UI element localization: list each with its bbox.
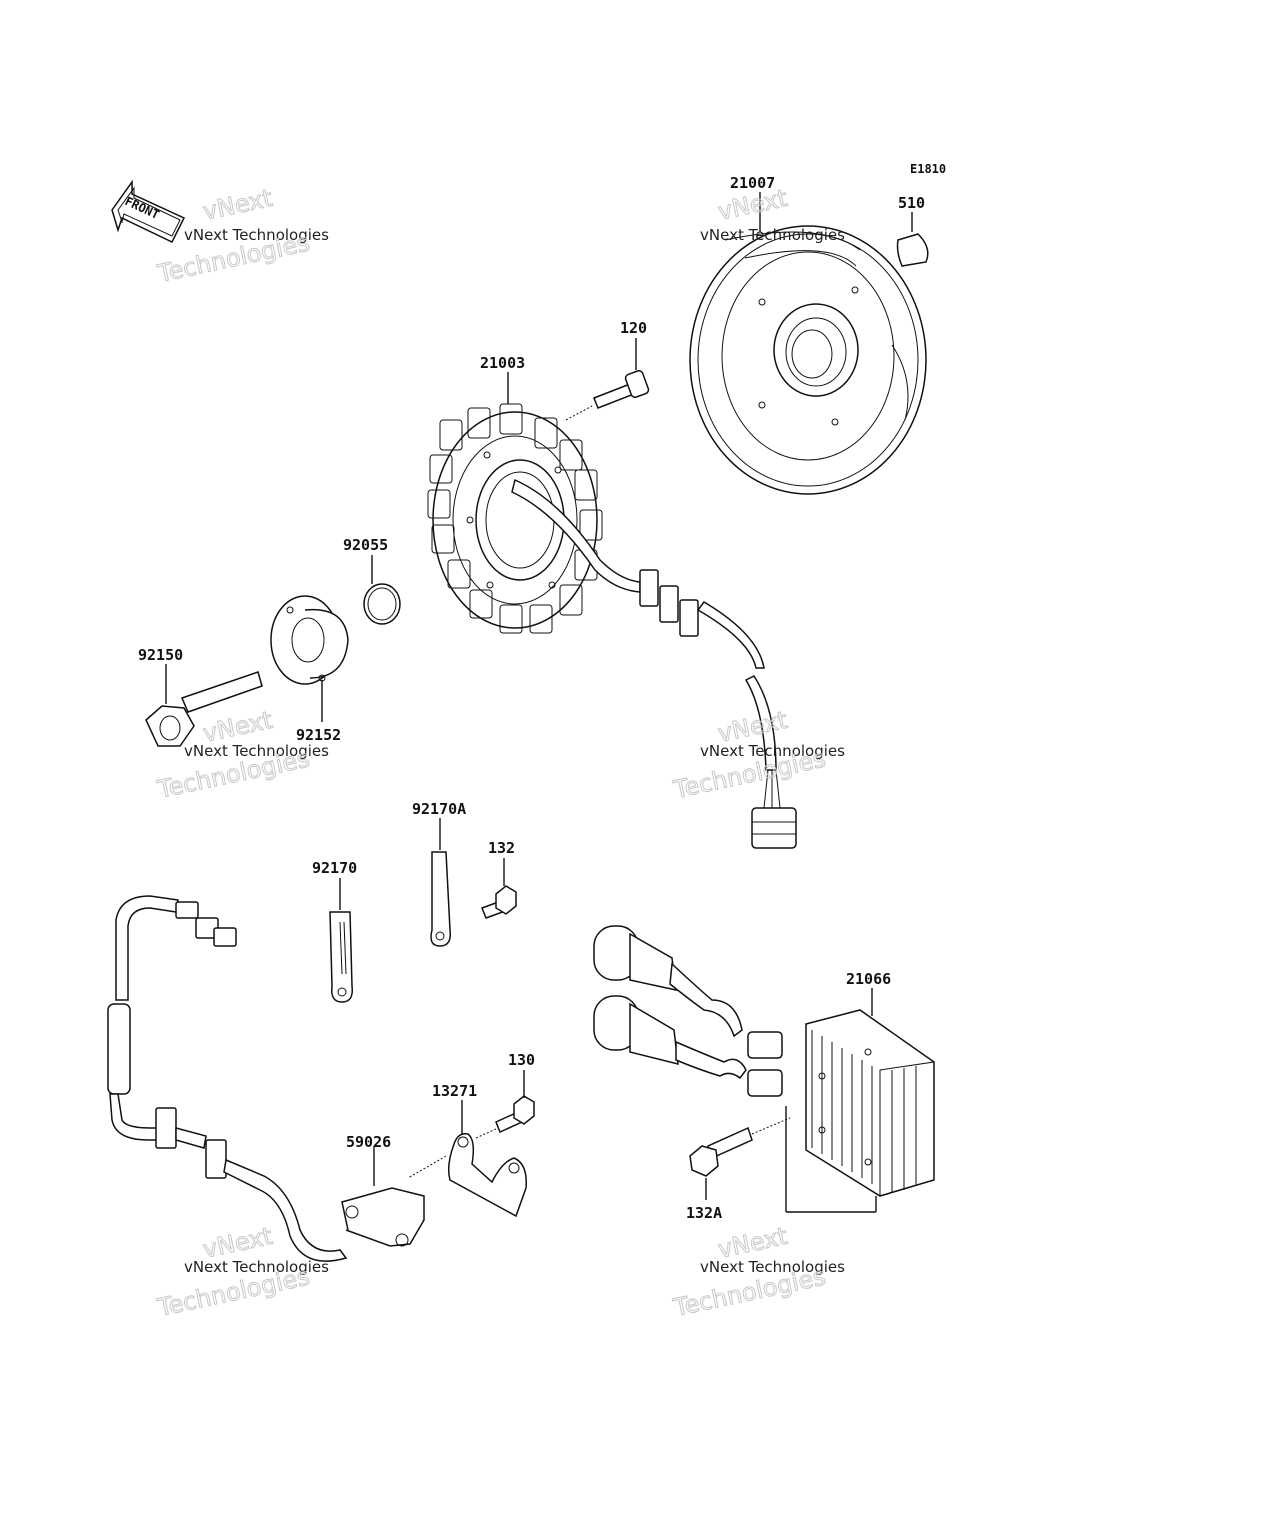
- label-132: 132: [488, 839, 515, 857]
- woodruff-key-drawing: [896, 233, 929, 267]
- flywheel-rotor-drawing: [689, 225, 927, 495]
- svg-text:vNext: vNext: [715, 184, 789, 226]
- svg-text:vNext Technologies: vNext Technologies: [184, 742, 329, 760]
- label-92150: 92150: [138, 646, 183, 664]
- stator-bolt-drawing: [593, 370, 650, 409]
- svg-text:vNext Technologies: vNext Technologies: [184, 1258, 329, 1276]
- label-510: 510: [898, 194, 925, 212]
- label-130: 130: [508, 1051, 535, 1069]
- svg-text:vNext Technologies: vNext Technologies: [184, 226, 329, 244]
- regulator-bolt-drawing: [689, 1126, 753, 1177]
- svg-text:vNext Technologies: vNext Technologies: [700, 742, 845, 760]
- pickup-coil-drawing: [107, 895, 425, 1262]
- rotor-bolt-drawing: [145, 671, 263, 747]
- svg-text:vNext Technologies: vNext Technologies: [700, 226, 845, 244]
- svg-text:vNext: vNext: [200, 184, 274, 226]
- diagram-code: E1810: [910, 162, 946, 176]
- bracket-plate-drawing: [447, 1132, 527, 1218]
- bracket-bolt-drawing: [495, 1095, 535, 1134]
- label-92170: 92170: [312, 859, 357, 877]
- clamp-a-drawing: [430, 851, 452, 947]
- label-92170A: 92170A: [412, 800, 466, 818]
- clamp-bolt-drawing: [481, 885, 517, 919]
- label-132A: 132A: [686, 1204, 722, 1222]
- label-120: 120: [620, 319, 647, 337]
- spacer-washer-drawing: [270, 595, 349, 685]
- label-92152: 92152: [296, 726, 341, 744]
- stator-coil-drawing: [427, 403, 797, 849]
- label-92055: 92055: [343, 536, 388, 554]
- svg-text:vNext Technologies: vNext Technologies: [700, 1258, 845, 1276]
- o-ring-drawing: [363, 583, 401, 625]
- front-arrow-icon: FRONT: [111, 179, 186, 243]
- label-13271: 13271: [432, 1082, 477, 1100]
- label-59026: 59026: [346, 1133, 391, 1151]
- label-21003: 21003: [480, 354, 525, 372]
- label-21066: 21066: [846, 970, 891, 988]
- regulator-rectifier-drawing: [593, 925, 935, 1197]
- clamp-drawing: [329, 911, 354, 1003]
- label-21007: 21007: [730, 174, 775, 192]
